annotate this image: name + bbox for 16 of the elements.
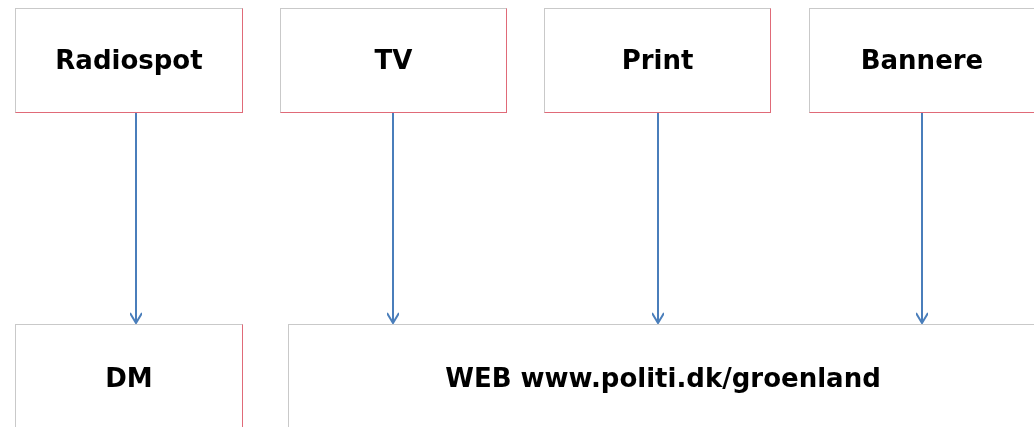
arrow [651,112,665,324]
text-box [809,8,1034,113]
box-label: DM [105,363,153,395]
box-label: WEB www.politi.dk/groenland [445,363,881,395]
text-box [15,8,243,113]
arrow [386,112,400,324]
arrow [129,112,143,324]
arrow [915,112,929,324]
box-label: Radiospot [55,44,203,77]
text-box [280,8,507,113]
box-label: Print [621,44,694,77]
text-box [288,324,1034,427]
box-label: Bannere [860,44,984,77]
box-label: TV [374,44,413,77]
text-box [15,324,243,427]
text-box [544,8,771,113]
